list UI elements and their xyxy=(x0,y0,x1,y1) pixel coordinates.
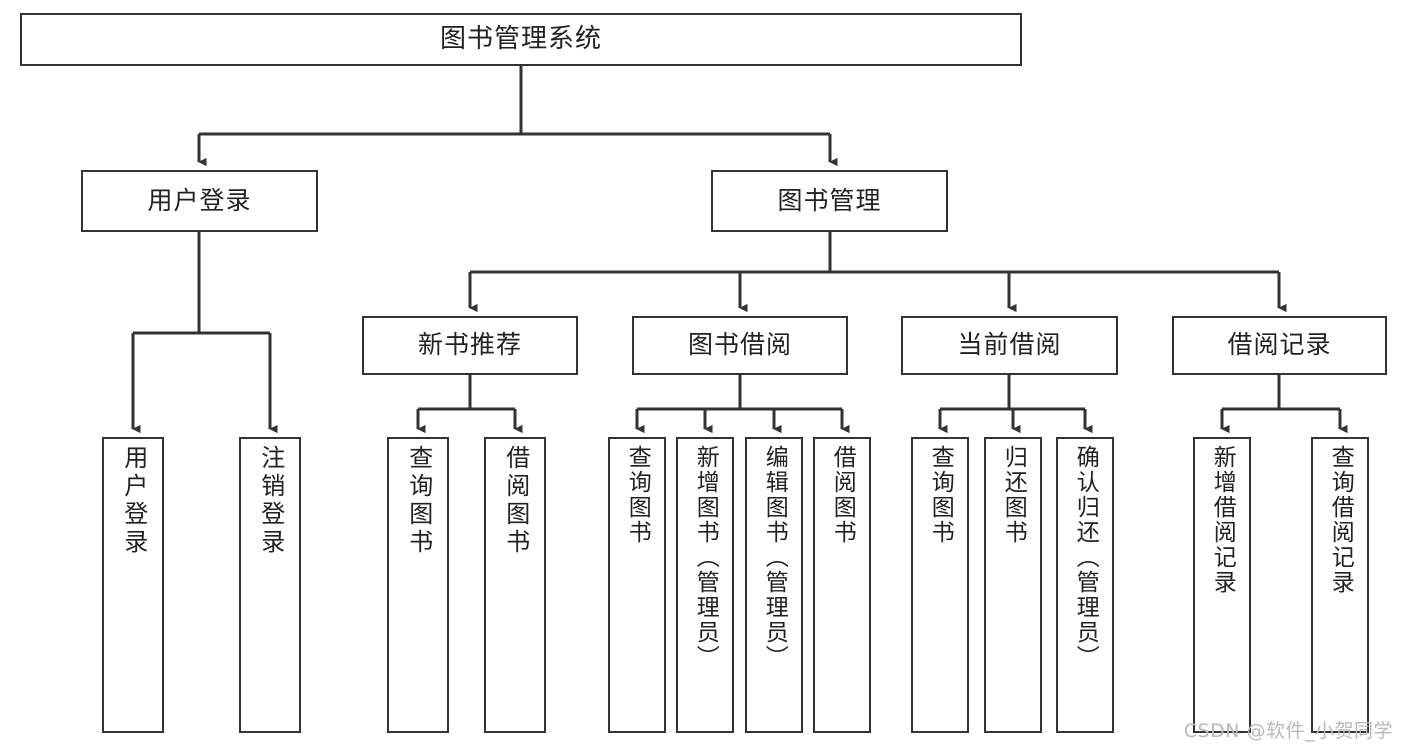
edges-book-borrow-to-leaves xyxy=(635,375,850,434)
node-leaf-add-book-admin[interactable]: 新增图书（管理员） xyxy=(676,437,734,733)
node-leaf-borrow-book-recommend-label: 借阅图书 xyxy=(501,445,530,557)
csdn-watermark: CSDN @软件_小贺同学 xyxy=(1183,720,1393,742)
node-leaf-query-borrow-record-label: 查询借阅记录 xyxy=(1327,445,1354,595)
node-root[interactable]: 图书管理系统 xyxy=(20,13,1022,66)
node-leaf-return-book[interactable]: 归还图书 xyxy=(984,437,1042,733)
node-user-login-label: 用户登录 xyxy=(147,185,252,215)
node-book-borrow-label: 图书借阅 xyxy=(687,330,792,360)
edges-current-borrow-to-leaves xyxy=(938,375,1093,434)
node-leaf-edit-book-admin-label: 编辑图书（管理员） xyxy=(761,445,788,670)
node-borrow-record[interactable]: 借阅记录 xyxy=(1172,316,1387,375)
node-leaf-query-book-current-label: 查询图书 xyxy=(927,445,954,545)
node-leaf-confirm-return-admin[interactable]: 确认归还（管理员） xyxy=(1056,437,1114,733)
node-leaf-confirm-return-admin-label: 确认归还（管理员） xyxy=(1072,445,1099,670)
node-leaf-borrow-book-label: 借阅图书 xyxy=(829,445,856,545)
node-leaf-borrow-book[interactable]: 借阅图书 xyxy=(813,437,871,733)
edges-user-login-to-leaves xyxy=(131,232,278,434)
node-new-book-recommend-label: 新书推荐 xyxy=(417,330,522,360)
edges-root-to-level2 xyxy=(197,66,838,167)
node-leaf-return-book-label: 归还图书 xyxy=(1000,445,1027,545)
edges-book-management-to-level3 xyxy=(468,232,1287,313)
node-leaf-query-borrow-record[interactable]: 查询借阅记录 xyxy=(1311,437,1369,733)
node-current-borrow[interactable]: 当前借阅 xyxy=(901,316,1118,375)
node-leaf-query-book-current[interactable]: 查询图书 xyxy=(911,437,969,733)
node-root-label: 图书管理系统 xyxy=(439,23,602,54)
node-leaf-user-login[interactable]: 用户登录 xyxy=(102,437,164,733)
node-book-borrow[interactable]: 图书借阅 xyxy=(632,316,848,375)
node-leaf-query-book-recommend[interactable]: 查询图书 xyxy=(387,437,449,733)
node-leaf-query-book-recommend-label: 查询图书 xyxy=(404,445,433,557)
node-borrow-record-label: 借阅记录 xyxy=(1227,330,1332,360)
node-user-login[interactable]: 用户登录 xyxy=(81,170,318,232)
edges-new-book-recommend-to-leaves xyxy=(416,375,523,434)
node-leaf-add-book-admin-label: 新增图书（管理员） xyxy=(692,445,719,670)
edges-borrow-record-to-leaves xyxy=(1220,375,1348,434)
node-new-book-recommend[interactable]: 新书推荐 xyxy=(362,316,578,375)
node-current-borrow-label: 当前借阅 xyxy=(957,330,1062,360)
node-leaf-user-logout-label: 注销登录 xyxy=(256,445,285,557)
node-leaf-query-book-borrow-label: 查询图书 xyxy=(624,445,651,545)
node-leaf-query-book-borrow[interactable]: 查询图书 xyxy=(608,437,666,733)
node-leaf-add-borrow-record[interactable]: 新增借阅记录 xyxy=(1193,437,1251,733)
node-leaf-user-logout[interactable]: 注销登录 xyxy=(239,437,301,733)
node-leaf-edit-book-admin[interactable]: 编辑图书（管理员） xyxy=(745,437,803,733)
node-book-management[interactable]: 图书管理 xyxy=(711,170,948,232)
node-book-management-label: 图书管理 xyxy=(777,185,882,215)
node-leaf-add-borrow-record-label: 新增借阅记录 xyxy=(1209,445,1236,595)
node-leaf-user-login-label: 用户登录 xyxy=(119,445,148,557)
node-leaf-borrow-book-recommend[interactable]: 借阅图书 xyxy=(484,437,546,733)
